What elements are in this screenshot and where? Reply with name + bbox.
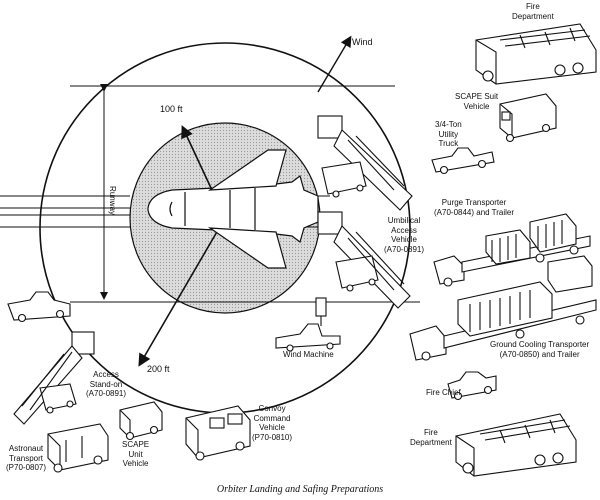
- figure-caption: Orbiter Landing and Safing Preparations: [216, 484, 384, 495]
- pickup-truck-left: [7, 291, 71, 323]
- umbilical-stair-upper: [317, 115, 413, 211]
- label-purge-transporter: Purge Transporter(A70-0844) and Trailer: [434, 198, 515, 217]
- scape-suit-vehicle: [499, 93, 557, 143]
- wind-label: Wind: [352, 37, 373, 47]
- convoy-command-vehicle: [185, 405, 251, 461]
- access-standon-stair: [13, 331, 95, 425]
- fire-chief-car: [447, 371, 497, 401]
- label-wind-machine: Wind Machine: [283, 350, 334, 359]
- runway-label: Runway: [107, 186, 117, 215]
- label-fire-chief: Fire Chief: [426, 388, 461, 397]
- radius-100ft-label: 100 ft: [160, 104, 183, 114]
- wind-arrow: [317, 35, 352, 93]
- runway-width-dimension: [70, 84, 420, 303]
- label-ground-cooling: Ground Cooling Transporter(A70-0850) and…: [490, 340, 590, 359]
- umbilical-stair-lower: [317, 211, 411, 309]
- orbiter: [147, 149, 319, 269]
- purge-transporter: [433, 213, 591, 287]
- radius-200ft-label: 200 ft: [147, 364, 170, 374]
- wind-machine-vehicle: [275, 297, 341, 352]
- astronaut-transport: [47, 423, 109, 473]
- fire-truck-top: [475, 23, 597, 85]
- utility-truck: [431, 147, 495, 175]
- fire-truck-bottom: [455, 413, 577, 477]
- ground-cooling-transporter: [409, 255, 597, 361]
- radius-200ft-arrow: [138, 217, 226, 367]
- scape-unit-vehicle: [119, 401, 163, 441]
